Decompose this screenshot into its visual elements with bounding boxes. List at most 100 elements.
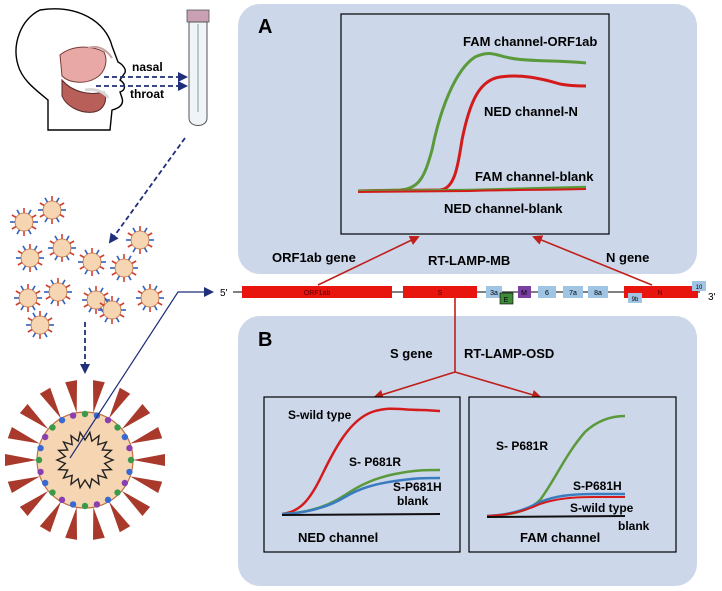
small-virus — [98, 296, 126, 324]
spike-protein — [65, 380, 78, 413]
small-virus — [26, 311, 54, 339]
curve-ned-wild — [281, 407, 441, 516]
fam-label-p681r: S- P681R — [496, 439, 548, 453]
panel-a-plot-frame — [340, 13, 610, 235]
gene-m-label: M — [521, 290, 527, 297]
curve-fam-blank — [357, 185, 587, 193]
spike-protein — [130, 427, 163, 444]
ned-plot-frame — [263, 396, 461, 553]
gene-3a-label: 3a — [490, 290, 498, 297]
curve-fam-wild — [486, 496, 626, 517]
spike-protein — [39, 387, 61, 419]
gene-s — [403, 286, 477, 298]
small-virus — [48, 234, 76, 262]
genome-3-prime: 3' — [708, 292, 716, 303]
spike-protein — [92, 380, 105, 413]
gene-6-label: 6 — [545, 290, 549, 297]
fam-label-p681h: S-P681H — [573, 479, 622, 493]
gene-orf1ab — [242, 286, 392, 298]
rt-lamp-osd-label: RT-LAMP-OSD — [464, 346, 554, 361]
spike-protein — [39, 501, 61, 533]
small-virus — [10, 208, 38, 236]
small-virus — [126, 226, 154, 254]
spike-protein — [7, 427, 40, 444]
gene-9b-label: 9b — [632, 297, 639, 303]
spike-protein — [7, 476, 40, 493]
gene-m — [518, 286, 531, 298]
spike-protein — [5, 454, 37, 466]
arrow-s-to-fam — [454, 371, 542, 400]
spike-protein — [65, 507, 78, 540]
genome-bar: 5' ORF1ab S 3a E M 6 7a 8a N 9b 10 3' — [220, 281, 716, 305]
spike-protein — [19, 403, 49, 430]
n-gene-label: N gene — [606, 250, 649, 265]
small-virus — [136, 284, 164, 312]
gene-10 — [692, 281, 706, 291]
arrow-n-to-a — [532, 235, 653, 286]
gene-8a-label: 8a — [594, 290, 602, 297]
s-gene-label: S gene — [390, 346, 433, 361]
spike-protein — [109, 501, 131, 533]
large-virion — [5, 380, 165, 540]
small-virus — [38, 196, 66, 224]
orf1ab-gene-label: ORF1ab gene — [272, 250, 356, 265]
spike-protein — [130, 476, 163, 493]
ned-label-p681h: S-P681H — [393, 480, 442, 494]
fam-label-blank: blank — [618, 519, 650, 533]
ned-label-p681r: S- P681R — [349, 455, 401, 469]
arrow-virion-to-genome — [69, 287, 214, 459]
gene-9b — [628, 293, 642, 303]
small-virus — [78, 248, 106, 276]
arrow-tube-to-viruses — [108, 137, 186, 244]
curve-ned-blank — [281, 513, 441, 516]
ned-label-blank: blank — [397, 494, 429, 508]
small-virus — [44, 278, 72, 306]
small-virus — [16, 244, 44, 272]
small-virus — [110, 254, 138, 282]
rt-lamp-mb-label: RT-LAMP-MB — [428, 253, 510, 268]
curve-fam-blank — [486, 515, 626, 518]
gene-s-label: S — [438, 290, 443, 297]
ned-label-wild: S-wild type — [288, 408, 352, 422]
gene-7a — [563, 286, 583, 298]
virus-cluster — [10, 196, 164, 339]
small-virus — [14, 284, 42, 312]
spike-protein — [121, 490, 151, 517]
gene-10-label: 10 — [696, 285, 703, 291]
swab-tube — [186, 9, 210, 126]
curve-ned-p681h — [281, 476, 441, 516]
label-fam-orf1ab: FAM channel-ORF1ab — [463, 34, 597, 49]
curve-fam-orf1ab — [357, 51, 587, 193]
label-ned-n: NED channel-N — [484, 104, 578, 119]
spike-protein — [19, 490, 49, 517]
nasal-label: nasal — [132, 60, 163, 74]
arrow-s-to-ned — [373, 371, 456, 400]
throat-label: throat — [130, 87, 164, 101]
arrow-orf1ab-to-a — [317, 235, 420, 286]
spike-protein — [121, 403, 151, 430]
gene-n-label: N — [657, 290, 662, 297]
rna-genome — [55, 430, 115, 490]
ned-channel-title: NED channel — [298, 530, 378, 545]
fam-label-wild: S-wild type — [570, 501, 634, 515]
label-ned-blank: NED channel-blank — [444, 201, 563, 216]
curve-ned-blank — [357, 188, 587, 193]
panel-b-letter: B — [258, 329, 272, 351]
head-illustration — [15, 8, 127, 131]
spike-protein — [133, 454, 165, 466]
gene-n — [624, 286, 698, 298]
label-fam-blank: FAM channel-blank — [475, 169, 594, 184]
gene-orf1ab-label: ORF1ab — [304, 290, 331, 297]
gene-e — [499, 292, 514, 305]
fam-plot-frame — [468, 396, 677, 553]
gene-3a — [486, 286, 502, 298]
curve-ned-n — [357, 74, 587, 193]
gene-8a — [588, 286, 608, 298]
fam-channel-title: FAM channel — [520, 530, 600, 545]
spike-protein — [109, 387, 131, 419]
panel-a-letter: A — [258, 16, 272, 38]
gene-e-label: E — [504, 297, 509, 304]
gene-7a-label: 7a — [569, 290, 577, 297]
genome-5-prime: 5' — [220, 288, 228, 299]
